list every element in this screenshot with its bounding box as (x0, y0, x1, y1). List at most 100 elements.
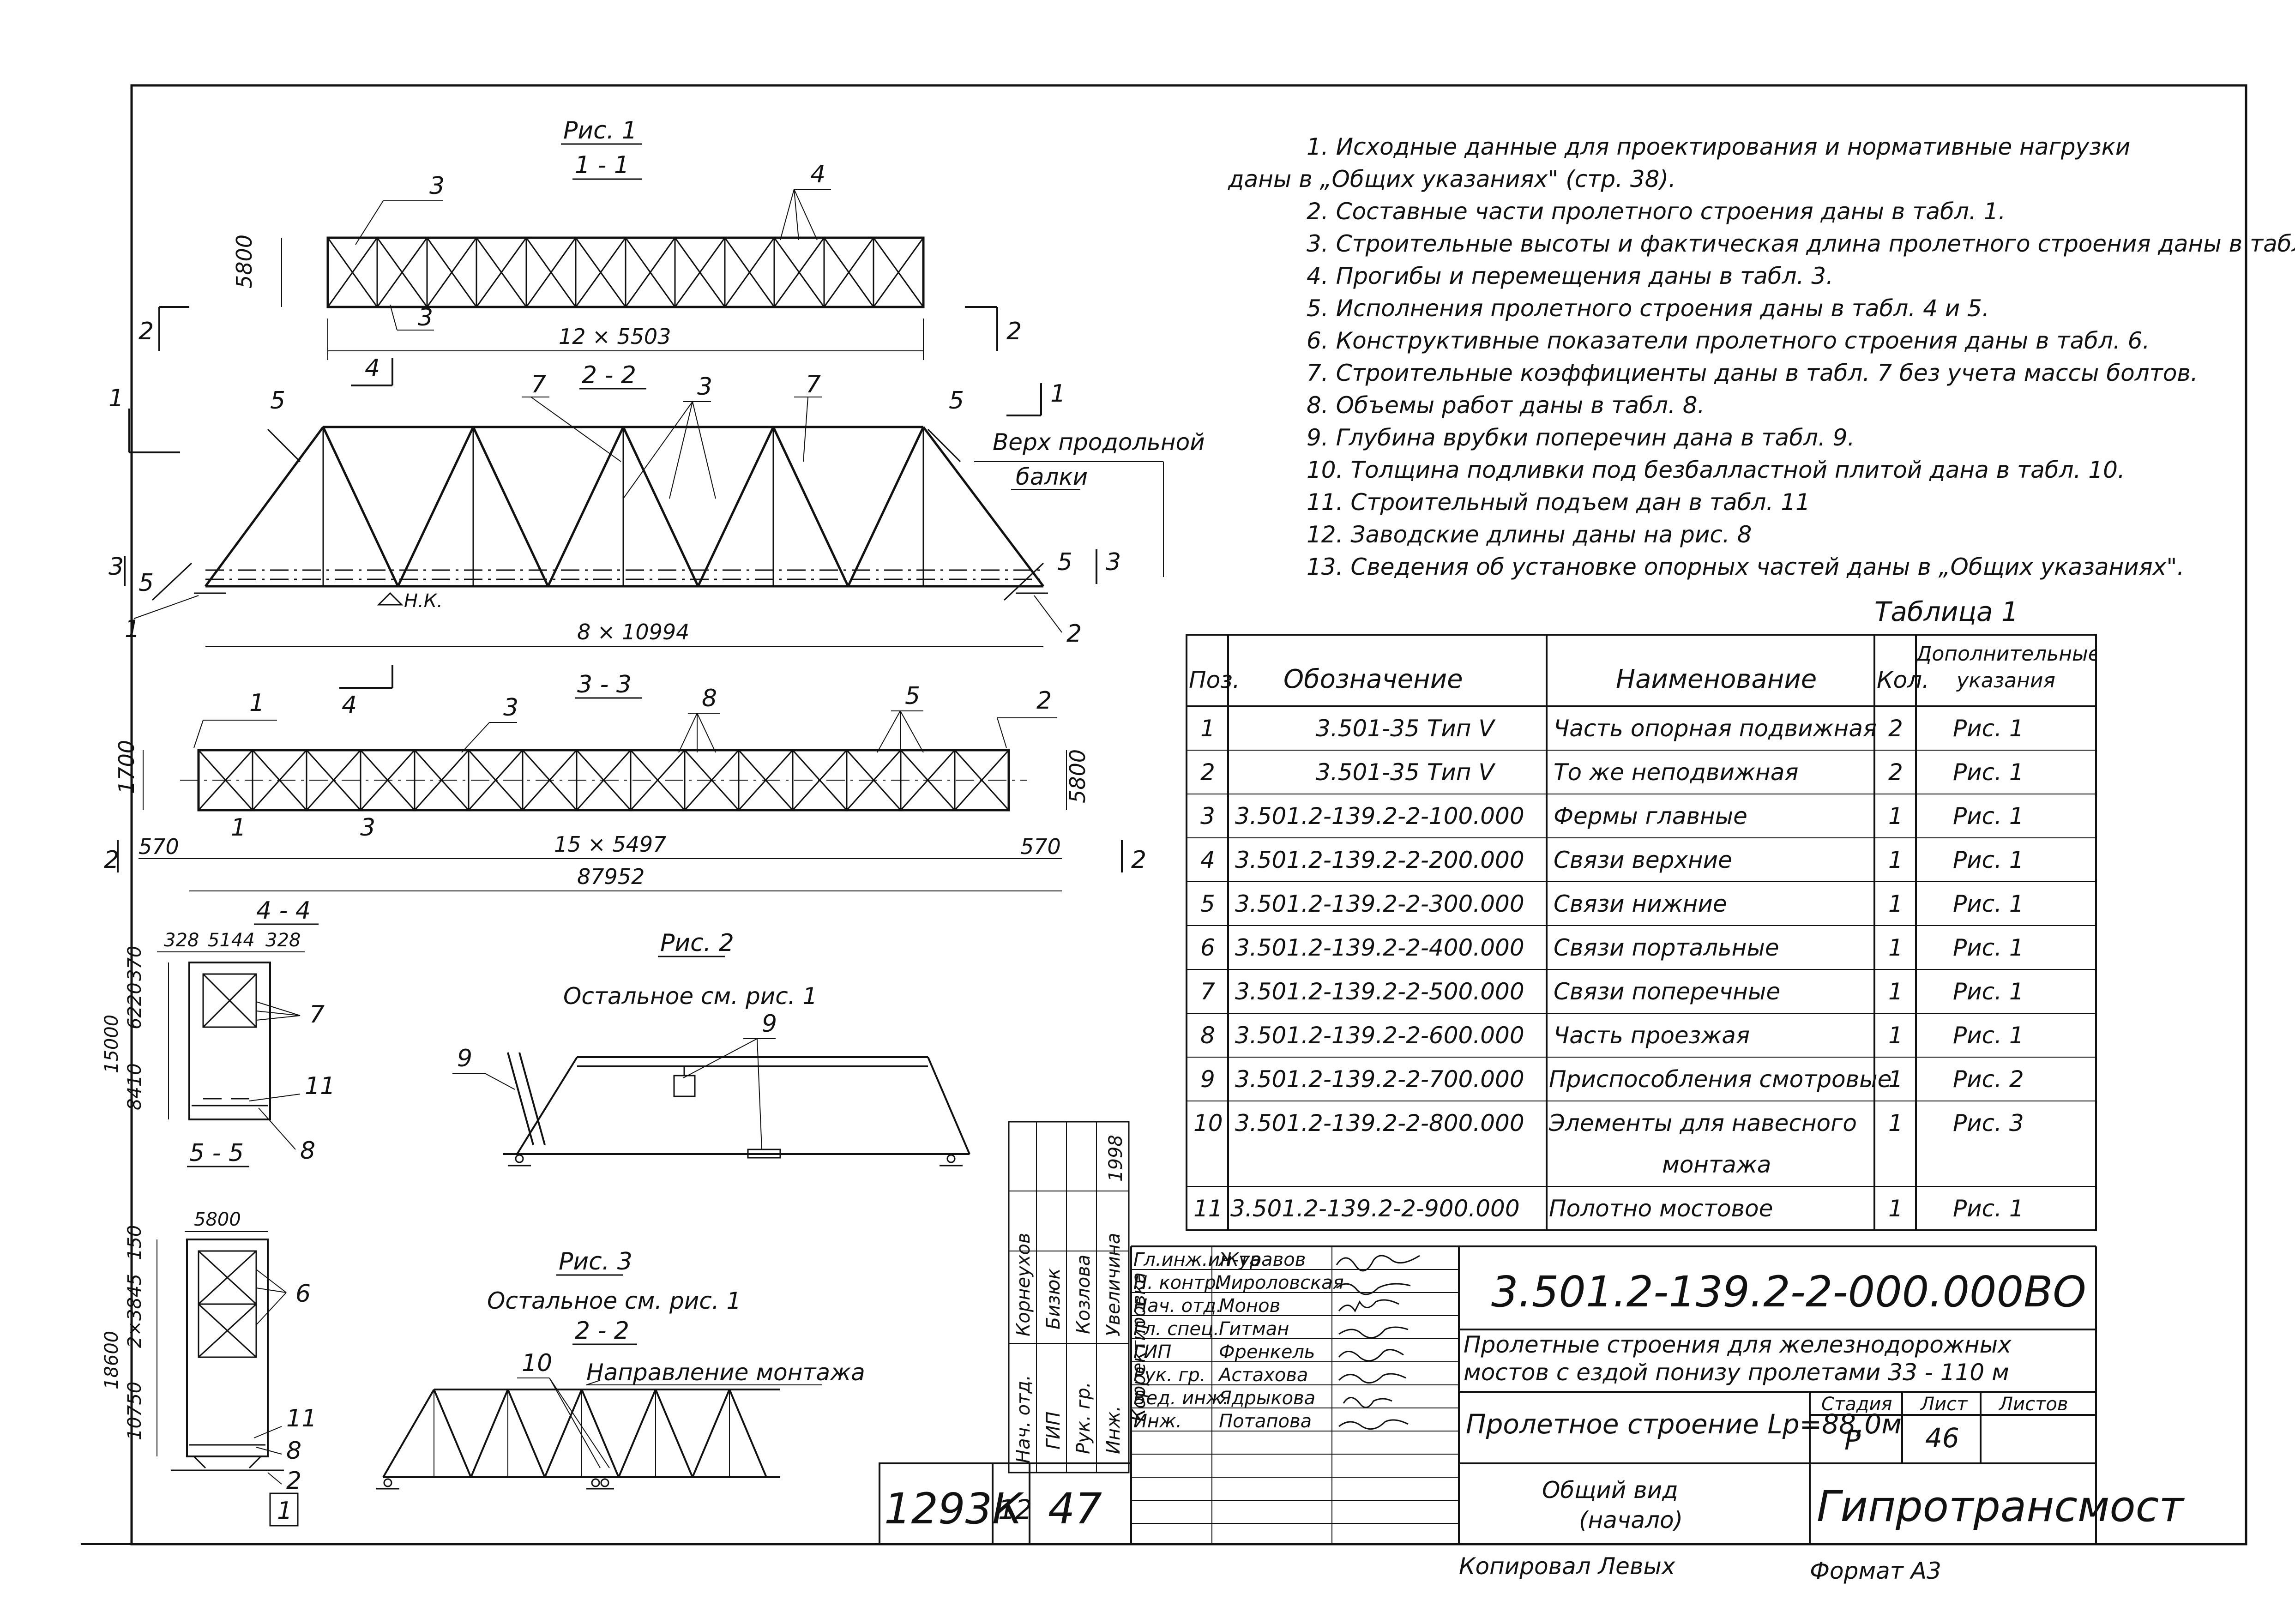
row7-designation: 3.501.2-139.2-2-500.000 (1235, 978, 1524, 1005)
callout-3-plan-top: 3 (503, 694, 518, 722)
callout-8-sec44: 8 (300, 1137, 315, 1165)
side-label-4: Инж. (1103, 1406, 1124, 1454)
row10-name: Элементы для навесного (1548, 1110, 1857, 1137)
row9-pos: 9 (1200, 1066, 1215, 1093)
note-8: 8. Объемы работ даны в табл. 8. (1307, 392, 1705, 419)
row3-note: Рис. 1 (1953, 803, 2024, 830)
row3-designation: 3.501.2-139.2-2-100.000 (1235, 803, 1524, 830)
side-name-1: Корнеухов (1013, 1233, 1034, 1336)
fig3-direction: Направление монтажа (586, 1359, 865, 1386)
callout-9-fig2-left: 9 (457, 1045, 472, 1072)
row9-designation: 3.501.2-139.2-2-700.000 (1235, 1066, 1524, 1093)
notes-block: 1. Исходные данные для проектирования и … (1228, 133, 2295, 580)
dim-5800-c: 5800 (194, 1209, 241, 1230)
note-1: 1. Исходные данные для проектирования и … (1307, 133, 2130, 160)
row8-designation: 3.501.2-139.2-2-600.000 (1235, 1022, 1524, 1049)
row6-qty: 1 (1888, 934, 1903, 961)
row2-pos: 2 (1200, 759, 1215, 786)
sheet-frame (81, 84, 2247, 1546)
row2-note: Рис. 1 (1953, 759, 2024, 786)
fig2-note: Остальное см. рис. 1 (563, 983, 817, 1010)
fig1-title-group: Рис. 1 1 - 1 (561, 117, 642, 180)
dim-18600: 18600 (101, 1331, 122, 1389)
row6-pos: 6 (1200, 934, 1215, 961)
dim-6220: 6220 (124, 982, 145, 1029)
side-label-2: ГИП (1043, 1412, 1064, 1450)
format: Формат А3 (1810, 1558, 1941, 1584)
role-5: ГИП (1133, 1341, 1171, 1363)
section-5-5-label: 5 - 5 (189, 1139, 244, 1167)
row4-qty: 1 (1888, 847, 1903, 873)
note-9: 9. Глубина врубки поперечин дана в табл.… (1307, 424, 1855, 451)
role-2: Н. контр. (1133, 1272, 1222, 1293)
row6-note: Рис. 1 (1953, 934, 2024, 961)
callout-5-right: 5 (949, 387, 964, 415)
section-3-3-label: 3 - 3 (577, 671, 632, 698)
row11-pos: 11 (1193, 1195, 1223, 1222)
section-3-3-plan: 3 - 3 1700 (104, 665, 1146, 891)
row7-pos: 7 (1200, 978, 1215, 1005)
side-name-3: Козлова (1073, 1255, 1094, 1334)
row1-pos: 1 (1200, 715, 1215, 742)
callout-8-plan: 8 (702, 685, 717, 712)
callout-11-sec55: 11 (286, 1405, 317, 1432)
note-10: 10. Толщина подливки под безбалластной п… (1307, 457, 2125, 483)
th-name: Наименование (1616, 664, 1817, 694)
figure-3: Рис. 3 Остальное см. рис. 1 2 - 2 Направ… (376, 1248, 865, 1490)
row11-name: Полотно мостовое (1549, 1195, 1773, 1222)
row11-qty: 1 (1888, 1195, 1903, 1222)
signature-marks (1336, 1255, 1420, 1430)
row11-designation: 3.501.2-139.2-2-900.000 (1230, 1195, 1520, 1222)
dim-5800-a: 5800 (232, 235, 257, 289)
section-2-2-elevation: 2 - 2 (108, 355, 1205, 648)
note-4: 4. Прогибы и перемещения даны в табл. 3. (1307, 263, 1833, 289)
row10-qty: 1 (1888, 1110, 1903, 1137)
note-1b: даны в „Общих указаниях" (стр. 38). (1228, 166, 1676, 192)
row9-qty: 1 (1888, 1066, 1903, 1093)
row5-qty: 1 (1888, 890, 1903, 917)
callout-9-fig2-top: 9 (762, 1010, 777, 1038)
row1-qty: 2 (1888, 715, 1903, 742)
row3-name: Фермы главные (1554, 803, 1747, 830)
row10-designation: 3.501.2-139.2-2-800.000 (1235, 1110, 1524, 1137)
row8-name: Часть проезжая (1554, 1022, 1750, 1049)
callout-3-left-mark: 3 (108, 553, 124, 581)
row6-designation: 3.501.2-139.2-2-400.000 (1235, 934, 1524, 961)
row4-note: Рис. 1 (1953, 847, 2024, 873)
row2-designation: 3.501-35 Тип V (1316, 759, 1496, 786)
section-mark-1-left: 1 (108, 385, 124, 412)
fig1-title: Рис. 1 (563, 117, 637, 144)
dim-328-left: 328 (164, 930, 199, 951)
row7-name: Связи поперечные (1554, 978, 1780, 1005)
role-8: Инж. (1133, 1411, 1182, 1432)
sheet-label: Лист (1920, 1394, 1968, 1415)
callout-7-right: 7 (806, 371, 821, 398)
row7-note: Рис. 1 (1953, 978, 2024, 1005)
callout-11-sec44: 11 (305, 1072, 335, 1100)
callout-8-sec55: 8 (286, 1437, 301, 1465)
stage-label: Стадия (1821, 1394, 1892, 1415)
section-2-2-label: 2 - 2 (582, 361, 636, 389)
dim-5800-b: 5800 (1065, 749, 1090, 803)
sheet-name-2: (начало) (1579, 1507, 1683, 1534)
callout-1-plan-b: 1 (231, 814, 246, 842)
note-13: 13. Сведения об установке опорных частей… (1307, 553, 2184, 580)
callout-10-fig3: 10 (522, 1349, 552, 1377)
note-12: 12. Заводские длины даны на рис. 8 (1307, 521, 1752, 548)
doc-title-1: Пролетные строения для железнодорожных (1464, 1331, 2012, 1358)
sheets-label: Листов (1998, 1394, 2068, 1415)
top-beam-label-1: Верх продольной (993, 429, 1205, 456)
row10b-name: монтажа (1662, 1151, 1771, 1178)
row8-qty: 1 (1888, 1022, 1903, 1049)
callout-5-left: 5 (270, 387, 285, 415)
dim-8410: 8410 (124, 1063, 145, 1110)
section-4-4: 4 - 4 328 5144 328 370 6220 15000 8410 7… (101, 897, 335, 1165)
callout-3-bottom: 3 (418, 304, 433, 331)
top-beam-label-2: балки (1016, 463, 1088, 490)
row1-name: Часть опорная подвижная (1554, 715, 1877, 742)
row9-note: Рис. 2 (1953, 1066, 2024, 1093)
name-4: Гитман (1219, 1318, 1289, 1340)
note-11: 11. Строительный подъем дан в табл. 11 (1307, 489, 1810, 516)
row9-name: Приспособления смотровые (1549, 1066, 1891, 1093)
